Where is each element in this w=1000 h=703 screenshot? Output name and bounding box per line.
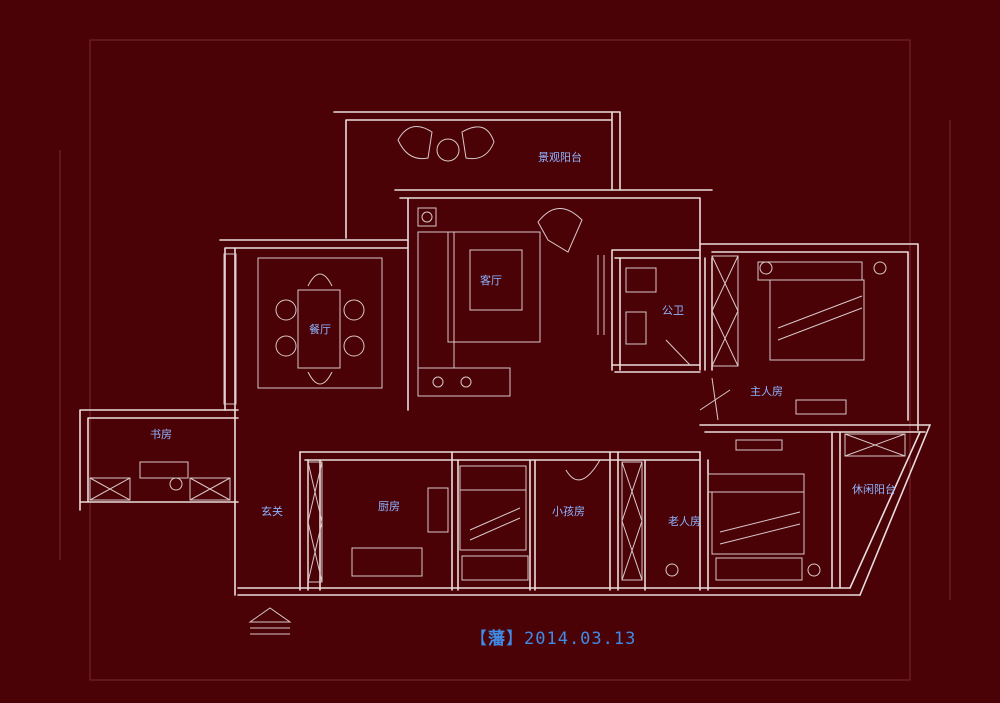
study-furniture <box>139 461 189 491</box>
label-entrance: 玄关 <box>261 504 283 518</box>
label-leisure-balcony: 休闲阳台 <box>852 482 896 496</box>
caption-close-bracket: 】 <box>506 629 524 649</box>
outer-walls <box>79 111 931 596</box>
label-balcony-view: 景观阳台 <box>538 150 582 164</box>
caption-open-bracket: 【 <box>470 629 488 649</box>
label-kids-room: 小孩房 <box>552 505 585 518</box>
caption-author-name: 藩 <box>488 629 506 649</box>
label-living-room: 客厅 <box>480 273 502 287</box>
elder-room-furniture <box>665 439 821 581</box>
author-date-caption: 【藩】2014.03.13 <box>470 624 637 649</box>
master-bedroom-furniture <box>699 261 887 421</box>
caption-date: 2014.03.13 <box>524 629 637 649</box>
dining-furniture <box>257 257 383 389</box>
wardrobes <box>89 253 906 583</box>
kitchen-fixtures <box>351 487 449 577</box>
bathroom-fixtures <box>625 267 691 366</box>
label-dining-room: 餐厅 <box>309 322 331 336</box>
kids-room-furniture <box>459 459 601 581</box>
balcony-chairs <box>397 126 495 162</box>
entrance-marker <box>248 607 292 635</box>
living-room-furniture <box>417 207 605 397</box>
interior-partitions <box>299 249 713 591</box>
label-master-bedroom: 主人房 <box>750 385 783 398</box>
label-elder-room: 老人房 <box>668 515 701 528</box>
background-sketch <box>59 39 951 681</box>
label-public-bath: 公卫 <box>662 304 684 317</box>
label-kitchen: 厨房 <box>378 500 400 513</box>
label-study: 书房 <box>150 428 172 441</box>
